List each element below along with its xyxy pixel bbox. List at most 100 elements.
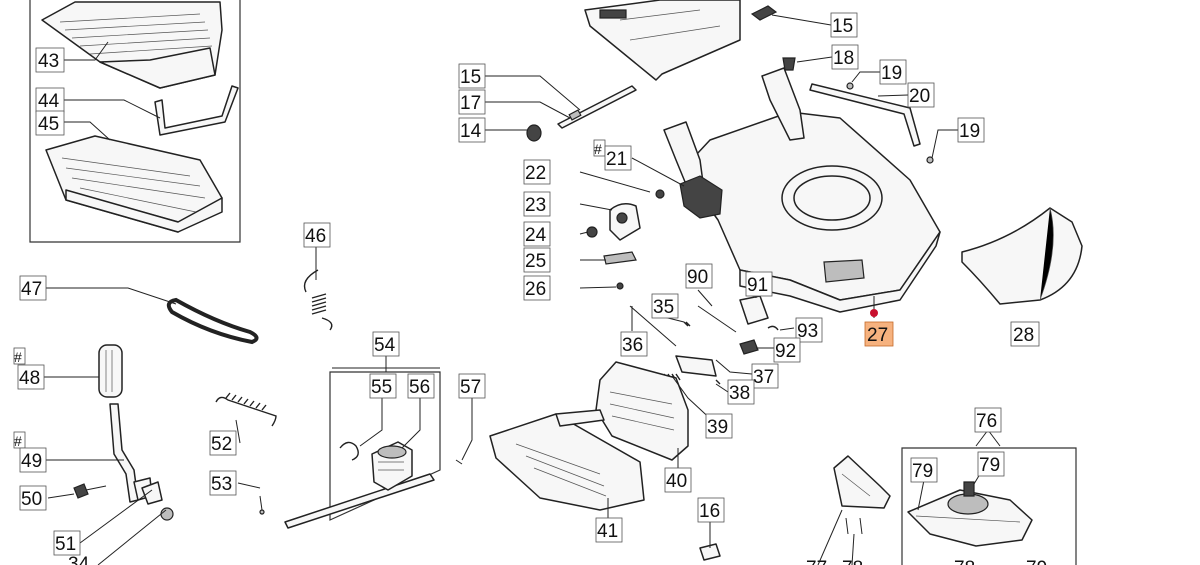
part-clip-15-top <box>750 5 778 21</box>
callout-90: 90 <box>687 267 708 288</box>
part-nut-34 <box>160 507 174 521</box>
highlight-dot <box>870 309 878 317</box>
part-latch-91 <box>739 295 769 325</box>
callout-17: 17 <box>460 93 481 114</box>
highlight-box-27 <box>864 321 894 347</box>
part-mower-deck <box>663 67 941 313</box>
callout-27[interactable]: 27 <box>867 325 888 346</box>
part-fitting-16 <box>699 543 721 561</box>
part-spring-46 <box>303 269 333 331</box>
callout-22: 22 <box>525 163 546 184</box>
callout-56: 56 <box>409 377 430 398</box>
callout-79a: 79 <box>912 461 933 482</box>
part-grass-bag-frame <box>154 85 239 136</box>
callout-48: 48 <box>19 368 40 389</box>
part-mulch-plug-77 <box>833 455 891 509</box>
part-catcher-28 <box>961 207 1083 305</box>
callout-49: 49 <box>21 451 42 472</box>
part-handle-bar-20 <box>809 83 921 147</box>
callout-18: 18 <box>833 48 854 69</box>
callout-50: 50 <box>21 489 42 510</box>
part-clip-55 <box>339 441 359 461</box>
callout-52: 52 <box>211 434 232 455</box>
part-belt-47 <box>166 297 259 345</box>
part-spring-93 <box>767 325 779 331</box>
leader-lines <box>44 14 1001 565</box>
callout-44: 44 <box>38 91 60 112</box>
part-gearbox-56 <box>371 441 413 491</box>
part-screw-22 <box>655 189 665 199</box>
part-handle-grip-48 <box>98 344 123 398</box>
callout-39: 39 <box>707 417 728 438</box>
part-spring-92 <box>739 339 759 355</box>
callout-46: 46 <box>305 226 326 247</box>
part-grass-bag-base <box>45 135 223 233</box>
part-rear-flap <box>584 0 741 81</box>
callout-28: 28 <box>1013 325 1034 346</box>
part-mulch-cover-79 <box>907 481 1033 547</box>
part-grass-bag-top <box>41 1 223 89</box>
part-screw-26 <box>616 282 624 290</box>
part-pin-53 <box>259 495 265 515</box>
callout-76: 76 <box>976 411 997 432</box>
part-drive-shaft <box>284 473 435 529</box>
callout-45: 45 <box>38 114 59 135</box>
inset-frame-mulch-kit <box>901 447 1077 565</box>
callout-21: 21 <box>606 149 627 170</box>
callout-78b: 78 <box>954 558 975 565</box>
callout-43: 43 <box>38 51 59 72</box>
part-wheel-adjuster-23 <box>609 203 641 241</box>
part-wheel-cap-14 <box>526 124 542 142</box>
part-plate-25 <box>603 251 637 265</box>
callout-labels: 43 44 45 46 47 # 48 # 49 50 51 34 52 53 … <box>13 12 1047 565</box>
callout-37: 37 <box>753 367 774 388</box>
callout-19a: 19 <box>881 63 902 84</box>
callout-24: 24 <box>525 225 547 246</box>
callout-77: 77 <box>806 558 827 565</box>
callout-25: 25 <box>525 251 546 272</box>
part-screws-78 <box>845 517 863 535</box>
callout-91: 91 <box>747 275 768 296</box>
part-rod-90 <box>697 305 737 333</box>
callout-47: 47 <box>21 279 42 300</box>
part-bolt-50 <box>73 483 107 499</box>
callout-93: 93 <box>797 321 818 342</box>
callout-92: 92 <box>775 341 796 362</box>
callout-40: 40 <box>666 471 687 492</box>
hash-48: # <box>14 349 22 365</box>
callout-41: 41 <box>597 521 618 542</box>
part-spring-35 <box>683 321 691 327</box>
callout-53: 53 <box>211 474 232 495</box>
callout-23: 23 <box>525 195 546 216</box>
callout-19b: 19 <box>959 121 980 142</box>
callout-38: 38 <box>729 383 750 404</box>
inset-frame-grass-bag <box>29 0 241 243</box>
part-discharge-guard-41 <box>489 409 645 511</box>
callout-54: 54 <box>374 335 396 356</box>
callout-79c: 79 <box>1026 558 1047 565</box>
callout-14: 14 <box>460 121 482 142</box>
callout-35: 35 <box>653 297 674 318</box>
callout-51: 51 <box>55 534 76 555</box>
part-hinge-37 <box>675 355 717 377</box>
part-pin-57 <box>455 459 463 465</box>
part-bracket-21 <box>679 175 723 219</box>
part-screw-19 <box>846 82 934 164</box>
callout-20: 20 <box>909 86 930 107</box>
callout-15a: 15 <box>460 67 481 88</box>
part-cap-18 <box>782 57 796 71</box>
part-rod-36 <box>629 305 677 347</box>
callout-78a: 78 <box>842 558 863 565</box>
hash-49: # <box>14 433 22 449</box>
part-bracket-51 <box>141 481 163 505</box>
part-axle-15 <box>557 85 637 129</box>
callout-16: 16 <box>699 501 720 522</box>
part-nut-24 <box>586 226 598 238</box>
callout-26: 26 <box>525 279 546 300</box>
hash-21: # <box>594 141 602 157</box>
callout-36: 36 <box>622 335 643 356</box>
callout-15b: 15 <box>832 16 853 37</box>
callout-34: 34 <box>68 554 90 565</box>
callout-57: 57 <box>460 377 481 398</box>
